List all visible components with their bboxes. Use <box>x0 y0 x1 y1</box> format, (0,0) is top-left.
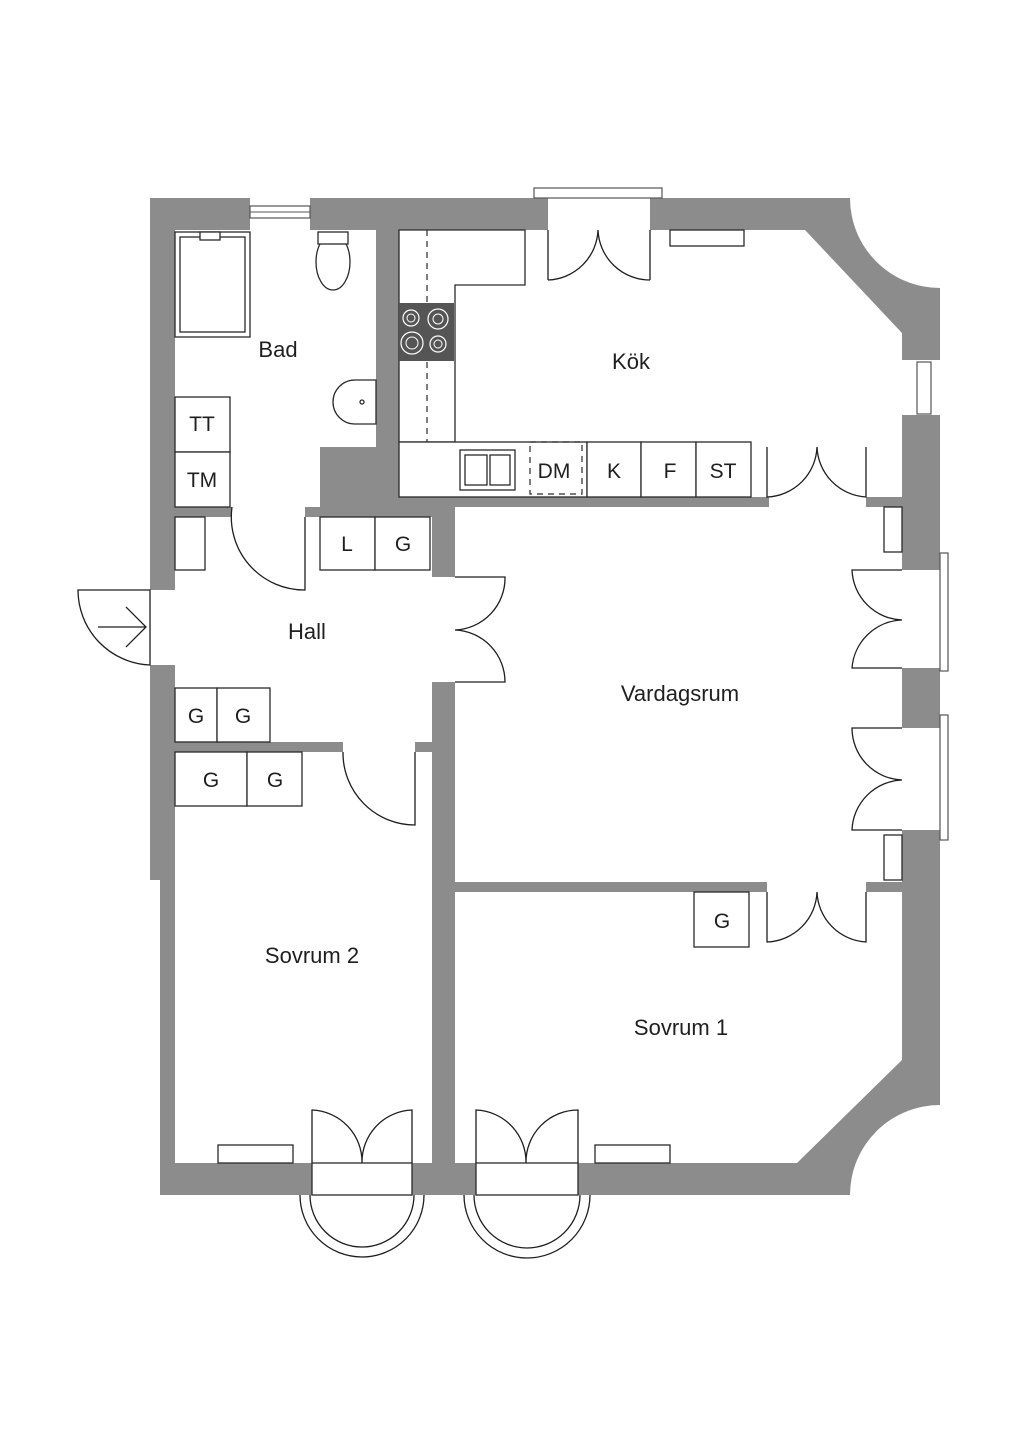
label-tt: TT <box>189 413 215 436</box>
living-window-2 <box>939 714 949 841</box>
label-sovrum2-g1: G <box>203 769 219 792</box>
sink-icon <box>332 379 377 425</box>
living-door-right-2 <box>851 727 903 831</box>
kitchen-window-right <box>916 361 932 415</box>
bedroom2-door <box>342 751 416 826</box>
room-label-sovrum2: Sovrum 2 <box>265 943 359 968</box>
freezer <box>640 441 697 498</box>
room-labels: Bad Kök Hall Vardagsrum Sovrum 2 Sovrum … <box>258 337 739 1040</box>
bedroom1-balcony-door <box>475 1109 579 1164</box>
living-radiator-1 <box>883 506 903 553</box>
entrance-arrow-icon <box>98 606 147 648</box>
appliance-labels: TT TM DM K F ST L G G G G G G <box>187 413 737 933</box>
bedroom1-balcony <box>463 1194 591 1259</box>
kitchen-radiator <box>669 229 745 247</box>
shower-tap-icon <box>199 231 221 241</box>
hall-living-door <box>454 576 506 683</box>
storage <box>174 396 903 1164</box>
bathroom-door <box>230 506 306 591</box>
room-label-sovrum1: Sovrum 1 <box>634 1015 728 1040</box>
living-door-right-1 <box>851 569 903 669</box>
bedroom2-closet-g2 <box>246 751 303 807</box>
room-label-hall: Hall <box>288 619 326 644</box>
kitchen-fixtures <box>398 229 752 498</box>
kitchen-living-door <box>766 446 867 498</box>
windows <box>249 187 949 841</box>
bedroom1-radiator <box>594 1144 671 1164</box>
tt-unit <box>174 396 231 453</box>
bedroom2-balcony-door <box>311 1109 413 1164</box>
fridge <box>586 441 642 498</box>
label-hall-g3: G <box>235 705 251 728</box>
bathroom-fixtures <box>174 231 377 425</box>
entrance-door <box>77 589 151 666</box>
label-hall-l: L <box>341 533 353 556</box>
room-label-vardagsrum: Vardagsrum <box>621 681 739 706</box>
living-window-1 <box>939 552 949 672</box>
bedroom2-radiator <box>217 1144 294 1164</box>
kitchen-window-top <box>533 187 663 199</box>
label-hall-g: G <box>395 533 411 556</box>
living-bedroom1-door <box>766 891 867 943</box>
hall-closet-g <box>374 516 431 571</box>
bedroom1-closet-g <box>693 891 750 948</box>
room-label-bad: Bad <box>258 337 297 362</box>
hall-closet-g3 <box>216 687 271 743</box>
label-tm: TM <box>187 469 217 492</box>
walls <box>150 198 940 1195</box>
label-sovrum1-g: G <box>714 910 730 933</box>
bedroom2-balcony <box>299 1194 425 1258</box>
label-dm: DM <box>538 460 571 483</box>
dishwasher <box>529 441 583 495</box>
room-label-kok: Kök <box>612 349 651 374</box>
label-hall-g2: G <box>188 705 204 728</box>
hall-closet-g2 <box>174 687 218 743</box>
label-sovrum2-g2: G <box>267 769 283 792</box>
hall-closet-l <box>319 516 376 571</box>
bedroom2-closet-g1 <box>174 751 248 807</box>
label-f: F <box>664 460 677 483</box>
living-radiator-2 <box>883 834 903 881</box>
label-k: K <box>607 460 621 483</box>
kitchen-balcony-door <box>547 229 651 281</box>
tm-unit <box>174 451 231 508</box>
doors <box>77 229 903 1259</box>
cabinet <box>695 441 752 498</box>
label-st: ST <box>710 460 737 483</box>
hall-coat-cabinet <box>174 516 206 571</box>
